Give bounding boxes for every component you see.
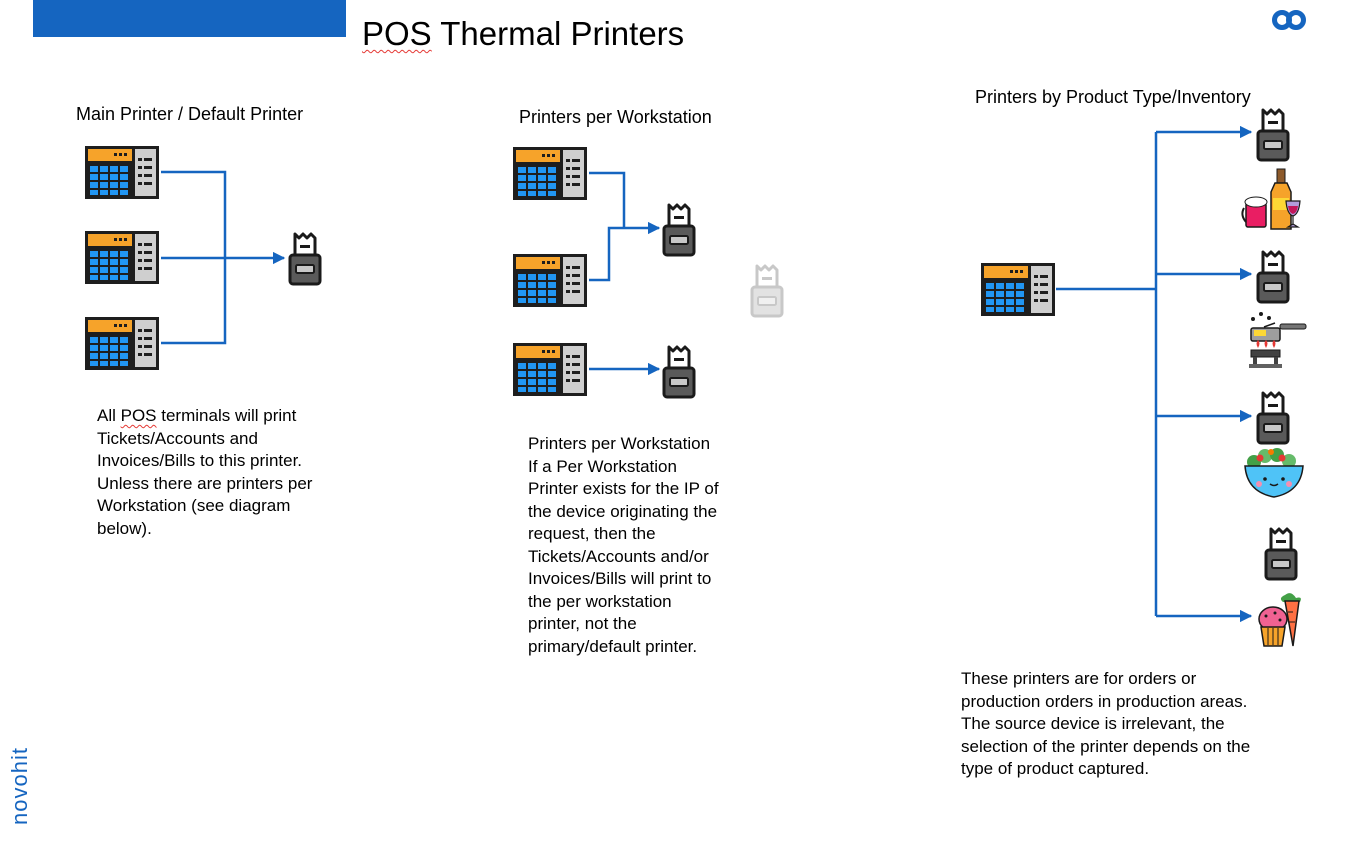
- product-printers-heading: Printers by Product Type/Inventory: [975, 87, 1251, 107]
- ws-line-top: [589, 171, 626, 228]
- main-desc-lead: All: [97, 406, 121, 425]
- cooking-pan-icon: [1249, 312, 1307, 368]
- product-connectors: [1056, 125, 1253, 623]
- thermal-printer-icon: [288, 232, 322, 286]
- title-word-pos: POS: [362, 15, 432, 52]
- thermal-printer-icon: [662, 203, 696, 257]
- main-connectors: [161, 170, 286, 345]
- novohit-logo-icon: [1272, 10, 1306, 30]
- pos-terminal-icon: [85, 317, 159, 370]
- main-desc-pos: POS: [120, 406, 157, 425]
- title-rest: Thermal Printers: [431, 15, 685, 52]
- thermal-printer-icon: [1256, 108, 1290, 162]
- salad-bowl-icon: [1244, 448, 1304, 498]
- main-desc-rest: terminals will print Tickets/Accounts an…: [97, 406, 313, 538]
- page-title: POS Thermal Printers: [362, 14, 684, 54]
- thermal-printer-icon: [1256, 250, 1290, 304]
- ws-line-mid: [589, 226, 624, 282]
- pos-terminal-icon: [513, 254, 587, 307]
- main-printer-description: All POS terminals will print Tickets/Acc…: [97, 405, 357, 540]
- workstation-printers-heading: Printers per Workstation: [519, 107, 712, 127]
- pos-terminal-icon: [85, 231, 159, 284]
- main-printer-heading: Main Printer / Default Printer: [76, 104, 304, 124]
- thermal-printer-icon: [662, 345, 696, 399]
- pos-terminal-icon: [85, 146, 159, 199]
- drinks-icon: [1241, 168, 1301, 230]
- faded-printer-icon: [750, 264, 784, 318]
- pos-terminal-icon: [981, 263, 1055, 316]
- product-printers-description: These printers are for orders or product…: [961, 669, 1251, 778]
- thermal-printer-icon: [1264, 527, 1298, 581]
- workstation-printers-description: Printers per Workstation If a Per Workst…: [528, 434, 719, 656]
- pos-terminal-icon: [513, 147, 587, 200]
- header-accent-bar: [33, 0, 346, 37]
- pos-terminal-icon: [513, 343, 587, 396]
- thermal-printer-icon: [1256, 391, 1290, 445]
- workstation-connectors: [589, 171, 661, 376]
- cupcake-carrot-icon: [1258, 593, 1301, 647]
